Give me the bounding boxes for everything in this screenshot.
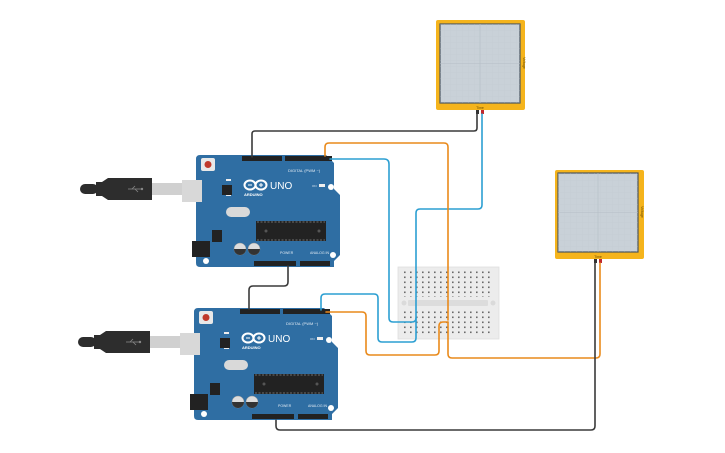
atmega-chip: [254, 374, 324, 394]
header-digital-high[interactable]: [240, 309, 280, 314]
crystal: [224, 360, 248, 370]
usb-plug-metal: [152, 183, 182, 195]
wire-black-gnd-scope2[interactable]: [275, 262, 596, 431]
header-power[interactable]: [254, 261, 296, 266]
oscilloscope-1[interactable]: Time Voltage: [436, 20, 526, 114]
mount-hole: [330, 252, 336, 258]
breadboard-top-holes[interactable]: [404, 271, 494, 297]
scope-pin-negative[interactable]: [594, 259, 597, 263]
scope-pin-positive[interactable]: [481, 110, 484, 114]
header-digital-low[interactable]: [285, 156, 332, 161]
scope-voltage-label: Voltage: [640, 206, 644, 218]
header-analog[interactable]: [298, 414, 328, 419]
mount-hole: [203, 258, 209, 264]
usb-plug-housing: [94, 331, 150, 353]
scope-voltage-label: Voltage: [522, 57, 526, 69]
wire-orange-scope2-signal[interactable]: [447, 262, 601, 359]
header-digital-low[interactable]: [283, 309, 330, 314]
wire-blue-bottom-signal[interactable]: [320, 293, 417, 343]
usb-cable-top[interactable]: [80, 178, 182, 200]
scope-pin-negative[interactable]: [476, 110, 479, 114]
crystal: [226, 207, 250, 217]
arduino-logo-icon: [243, 179, 268, 191]
reset-button-cap[interactable]: [202, 314, 210, 321]
arduino-uno-top[interactable]: DIGITAL (PWM ~) ARDUINO UNO ON POWER ANA…: [182, 155, 340, 267]
usb-chip: [220, 338, 230, 348]
breadboard-bottom-holes[interactable]: [404, 310, 494, 336]
wire-blue-scope1-signal[interactable]: [415, 113, 483, 321]
usb-plug-metal: [150, 336, 180, 348]
arduino-brand: ARDUINO: [244, 192, 263, 197]
usb-icon: [126, 338, 142, 346]
arduino-model: UNO: [268, 334, 290, 345]
scope-time-label: Time: [594, 255, 602, 259]
wire-black-gnd-scope1[interactable]: [251, 113, 478, 158]
wire-orange-bottom-signal[interactable]: [325, 311, 449, 356]
power-label: POWER: [280, 251, 294, 255]
digital-label: DIGITAL (PWM ~): [288, 168, 321, 173]
usb-port[interactable]: [180, 333, 200, 355]
arduino-logo-icon: [241, 332, 266, 344]
reset-button-cap[interactable]: [204, 161, 212, 168]
usb-cable-strain: [80, 184, 98, 194]
on-label: ON: [312, 184, 317, 188]
voltage-regulator: [210, 383, 220, 395]
header-power[interactable]: [252, 414, 294, 419]
voltage-regulator: [212, 230, 222, 242]
power-jack[interactable]: [190, 394, 208, 410]
usb-cable-strain: [78, 337, 96, 347]
analog-label: ANALOG IN: [308, 404, 328, 408]
mount-hole: [328, 184, 334, 190]
header-digital-high[interactable]: [242, 156, 282, 161]
on-label: ON: [310, 337, 315, 341]
wire-black-board-link[interactable]: [248, 265, 289, 310]
arduino-model: UNO: [270, 181, 292, 192]
usb-chip: [222, 185, 232, 195]
arduino-brand: ARDUINO: [242, 345, 261, 350]
analog-label: ANALOG IN: [310, 251, 330, 255]
scope-time-label: Time: [476, 106, 484, 110]
header-analog[interactable]: [300, 261, 330, 266]
usb-cable-bottom[interactable]: [78, 331, 180, 353]
usb-plug-housing: [96, 178, 152, 200]
wire-blue-top-signal[interactable]: [329, 158, 417, 323]
scope-pin-positive[interactable]: [599, 259, 602, 263]
atmega-chip: [256, 221, 326, 241]
usb-icon: [128, 185, 144, 193]
oscilloscope-2[interactable]: Time Voltage: [555, 170, 644, 263]
wire-orange-top-signal[interactable]: [324, 142, 449, 321]
digital-label: DIGITAL (PWM ~): [286, 321, 319, 326]
power-label: POWER: [278, 404, 292, 408]
on-led: [319, 184, 325, 187]
usb-port[interactable]: [182, 180, 202, 202]
power-jack[interactable]: [192, 241, 210, 257]
arduino-uno-bottom[interactable]: DIGITAL (PWM ~) ARDUINO UNO ON POWER ANA…: [180, 308, 338, 420]
